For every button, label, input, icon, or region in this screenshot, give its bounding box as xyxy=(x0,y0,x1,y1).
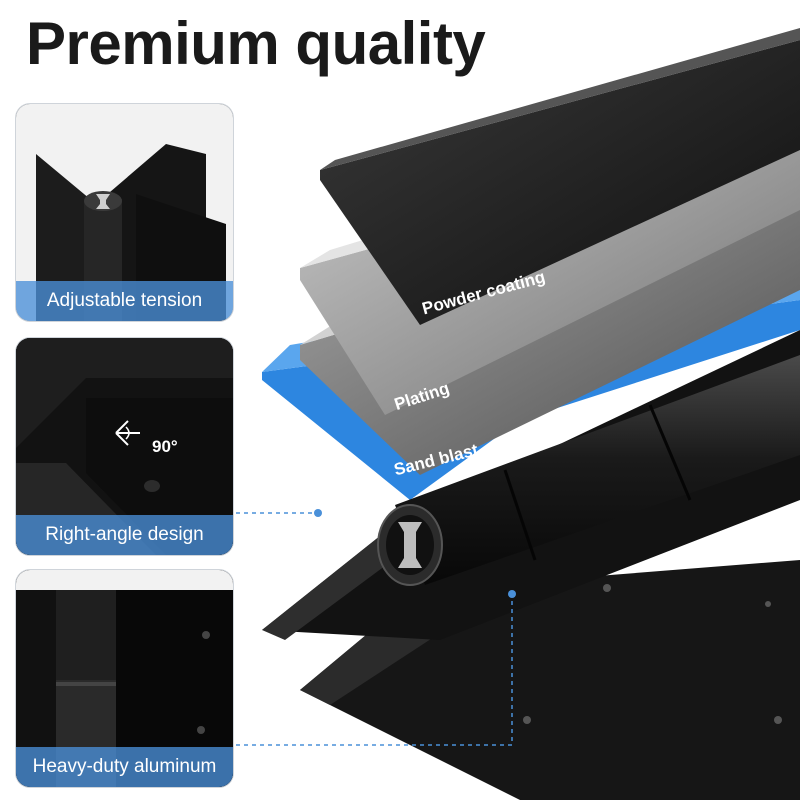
caption-right-angle-design: Right-angle design xyxy=(16,515,233,555)
connector-line-aluminum xyxy=(236,594,513,746)
caption-adjustable-tension: Adjustable tension xyxy=(16,281,233,321)
feature-card-right-angle-design: 90° Right-angle design xyxy=(16,338,233,555)
feature-card-heavy-duty-aluminum: Heavy-duty aluminum xyxy=(16,570,233,787)
powder-coating-layer xyxy=(320,40,800,325)
caption-heavy-duty-aluminum: Heavy-duty aluminum xyxy=(16,747,233,787)
feature-card-adjustable-tension: Adjustable tension xyxy=(16,104,233,321)
angle-label: 90° xyxy=(152,437,178,456)
page-title: Premium quality xyxy=(26,10,486,77)
hinge-barrel xyxy=(377,355,800,586)
